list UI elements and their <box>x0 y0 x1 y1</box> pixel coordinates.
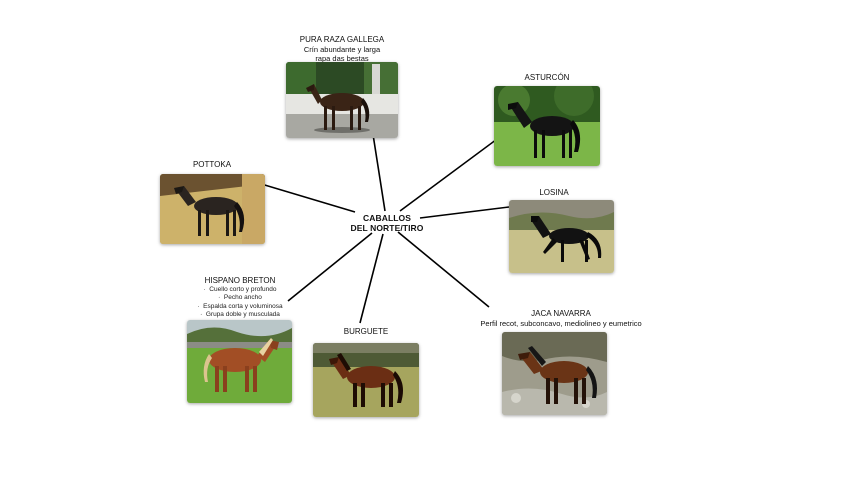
breed-title: HISPANO BRETON <box>190 276 290 286</box>
breed-photo-pottoka <box>160 174 265 244</box>
breed-photo-hispano-breton <box>187 320 292 403</box>
connector-pura-raza-gallega <box>372 128 385 211</box>
breed-label-jaca-navarra: JACA NAVARRA Perfil recot, subconcavo, m… <box>474 309 648 328</box>
breed-title: POTTOKA <box>162 160 262 170</box>
breed-photo-pura-raza-gallega <box>286 62 398 138</box>
connector-jaca-navarra <box>398 232 489 307</box>
breed-photo-jaca-navarra <box>502 332 607 415</box>
breed-title: ASTURCÓN <box>497 73 597 83</box>
breed-label-pura-raza-gallega: PURA RAZA GALLEGA Crín abundante y larga… <box>292 35 392 64</box>
breed-title: PURA RAZA GALLEGA <box>292 35 392 45</box>
breed-label-pottoka: POTTOKA <box>162 160 262 170</box>
breed-photo-losina <box>509 200 614 273</box>
connector-losina <box>420 207 509 218</box>
breed-label-losina: LOSINA <box>504 188 604 198</box>
breed-trait: · Grupa doble y musculada <box>190 311 290 320</box>
central-topic: CABALLOS DEL NORTE/TIRO <box>346 213 428 233</box>
breed-label-asturcon: ASTURCÓN <box>497 73 597 83</box>
breed-trait: · Espalda corta y voluminosa <box>190 303 290 312</box>
central-topic-line1: CABALLOS <box>363 213 411 223</box>
breed-title: LOSINA <box>504 188 604 198</box>
breed-description: Perfil recot, subconcavo, mediolineo y e… <box>474 319 648 329</box>
breed-photo-asturcon <box>494 86 600 166</box>
connector-burguete <box>360 234 383 323</box>
breed-title: BURGUETE <box>316 327 416 337</box>
breed-trait-text: Pecho ancho <box>224 294 262 301</box>
central-topic-line2: DEL NORTE/TIRO <box>350 223 423 233</box>
breed-trait-text: Cuello corto y profundo <box>209 286 276 293</box>
breed-label-burguete: BURGUETE <box>316 327 416 337</box>
breed-title: JACA NAVARRA <box>474 309 648 319</box>
connector-hispano-breton <box>288 233 372 301</box>
breed-trait-text: Grupa doble y musculada <box>206 311 280 318</box>
breed-trait: · Cuello corto y profundo <box>190 286 290 295</box>
breed-photo-burguete <box>313 343 419 417</box>
breed-description: Crín abundante y larga <box>292 45 392 55</box>
breed-label-hispano-breton: HISPANO BRETON · Cuello corto y profundo… <box>190 276 290 320</box>
breed-trait-text: Espalda corta y voluminosa <box>203 303 283 310</box>
breed-trait: · Pecho ancho <box>190 294 290 303</box>
